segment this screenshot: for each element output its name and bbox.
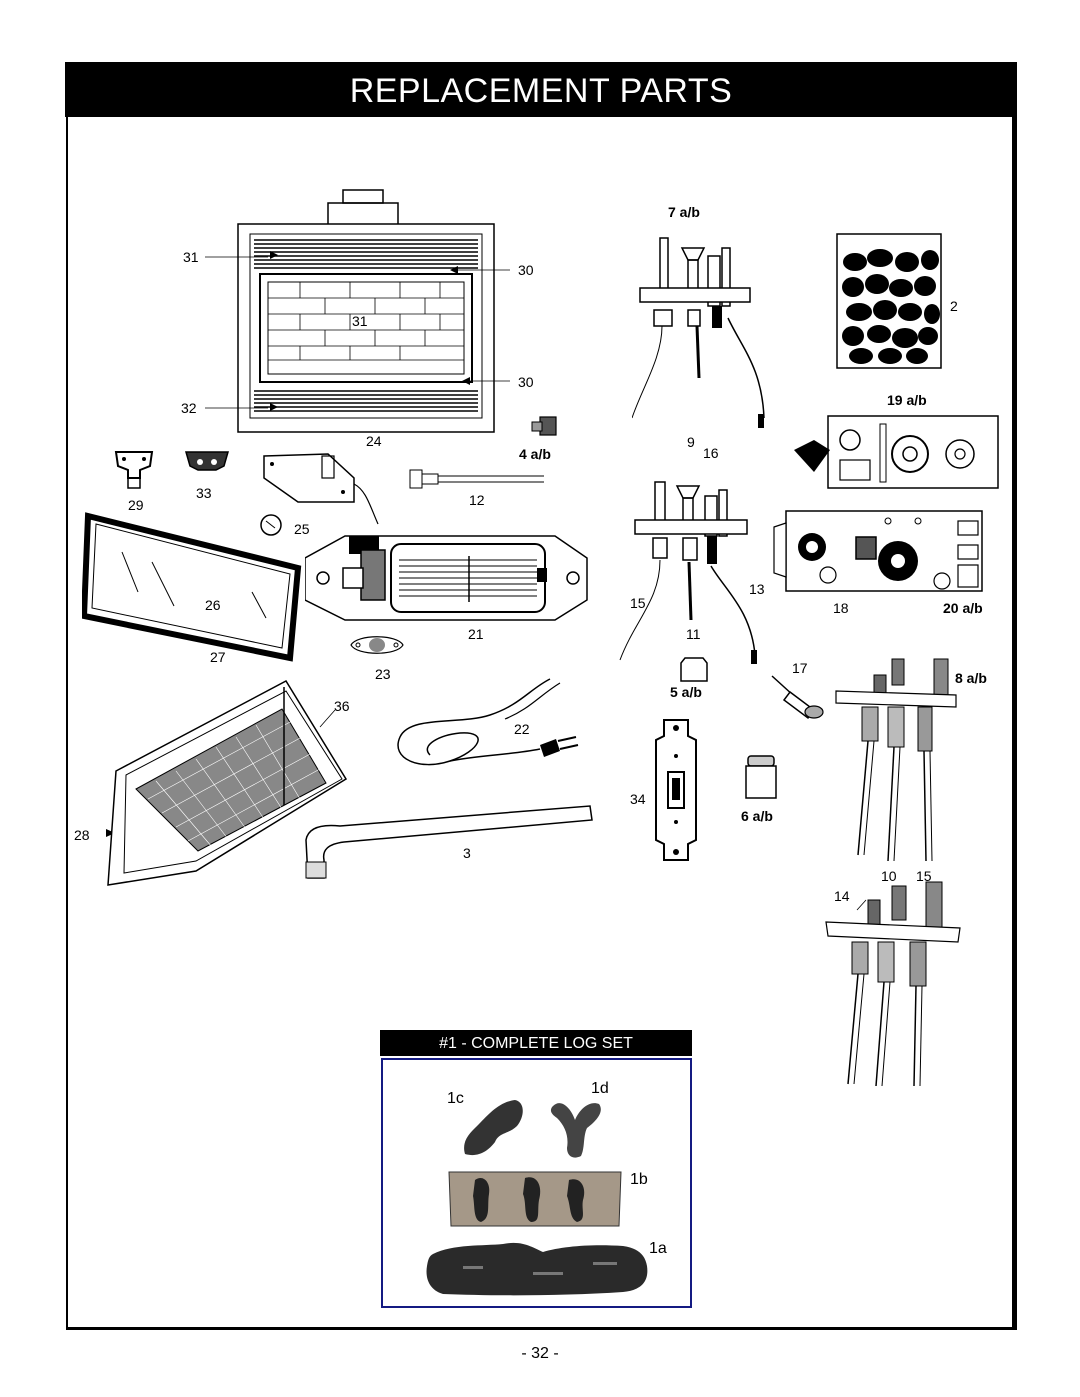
label-15-mid: 15 xyxy=(630,595,646,611)
label-27: 27 xyxy=(210,649,226,665)
label-28: 28 xyxy=(74,827,90,843)
label-8ab: 8 a/b xyxy=(955,670,987,686)
wall-switch-34-illustration xyxy=(655,719,697,861)
log-label-1a: 1a xyxy=(649,1240,667,1257)
label-7ab: 7 a/b xyxy=(668,204,700,220)
bracket-33-illustration xyxy=(185,451,229,471)
label-32: 32 xyxy=(181,400,197,416)
label-3: 3 xyxy=(463,845,471,861)
label-12: 12 xyxy=(469,492,485,508)
switch-bracket-24-illustration xyxy=(263,453,379,525)
log-label-1b: 1b xyxy=(630,1171,648,1188)
log-label-1c: 1c xyxy=(447,1090,464,1107)
log-set-panel: 1c 1d 1b 1a xyxy=(381,1058,692,1308)
screen-28-36-illustration xyxy=(107,680,348,886)
cap-5-illustration xyxy=(680,657,708,682)
rod-12-illustration xyxy=(409,469,544,489)
label-19ab: 19 a/b xyxy=(887,392,927,408)
label-22: 22 xyxy=(514,721,530,737)
label-34: 34 xyxy=(630,791,646,807)
label-9: 9 xyxy=(687,434,695,450)
power-cord-22-illustration xyxy=(397,678,579,766)
knob-25-illustration xyxy=(260,514,282,536)
burner-tube-3-illustration xyxy=(305,805,593,879)
label-36: 36 xyxy=(334,698,350,714)
label-23: 23 xyxy=(375,666,391,682)
pilot-assembly-7-illustration xyxy=(632,237,765,428)
log-1a-illustration xyxy=(426,1242,648,1296)
label-6ab: 6 a/b xyxy=(741,808,773,824)
control-module-20-illustration xyxy=(773,510,983,592)
label-18: 18 xyxy=(833,600,849,616)
log-1c-illustration xyxy=(464,1100,523,1156)
label-33: 33 xyxy=(196,485,212,501)
label-15-bottom: 15 xyxy=(916,868,932,884)
label-17: 17 xyxy=(792,660,808,676)
gasket-23-illustration xyxy=(350,636,404,654)
label-29: 29 xyxy=(128,497,144,513)
page-number: - 32 - xyxy=(521,1345,559,1362)
lava-rock-bag-illustration xyxy=(836,233,942,369)
fireplace-illustration xyxy=(237,189,495,433)
cap-6-illustration xyxy=(745,755,777,799)
label-30-bottom: 30 xyxy=(518,374,534,390)
label-24: 24 xyxy=(366,433,382,449)
pilot-assembly-10-illustration xyxy=(825,881,961,1087)
label-10: 10 xyxy=(881,868,897,884)
label-25: 25 xyxy=(294,521,310,537)
fitting-4-illustration xyxy=(531,416,557,436)
pilot-assembly-8-illustration xyxy=(835,658,957,862)
log-set-title: #1 - COMPLETE LOG SET xyxy=(380,1030,692,1056)
label-26: 26 xyxy=(205,597,221,613)
label-11: 11 xyxy=(686,626,701,642)
label-14: 14 xyxy=(834,888,850,904)
label-4ab: 4 a/b xyxy=(519,446,551,462)
label-31-inner: 31 xyxy=(352,313,368,329)
clip-29-illustration xyxy=(114,451,154,489)
label-31-top: 31 xyxy=(183,249,199,265)
label-20ab: 20 a/b xyxy=(943,600,983,616)
log-1b-illustration xyxy=(448,1171,622,1227)
label-16: 16 xyxy=(703,445,719,461)
label-5ab: 5 a/b xyxy=(670,684,702,700)
page-title: REPLACEMENT PARTS xyxy=(65,62,1017,117)
glass-panel-26-illustration xyxy=(82,512,302,662)
blower-21-illustration xyxy=(305,535,588,621)
pilot-assembly-9-illustration xyxy=(619,481,757,664)
label-30-top: 30 xyxy=(518,262,534,278)
gas-valve-19-illustration xyxy=(794,415,999,489)
label-21: 21 xyxy=(468,626,484,642)
label-13: 13 xyxy=(749,581,765,597)
log-1d-illustration xyxy=(550,1103,601,1158)
label-2: 2 xyxy=(950,298,958,314)
content-frame xyxy=(66,117,1017,1330)
igniter-17-illustration xyxy=(771,675,824,720)
log-label-1d: 1d xyxy=(591,1080,609,1097)
